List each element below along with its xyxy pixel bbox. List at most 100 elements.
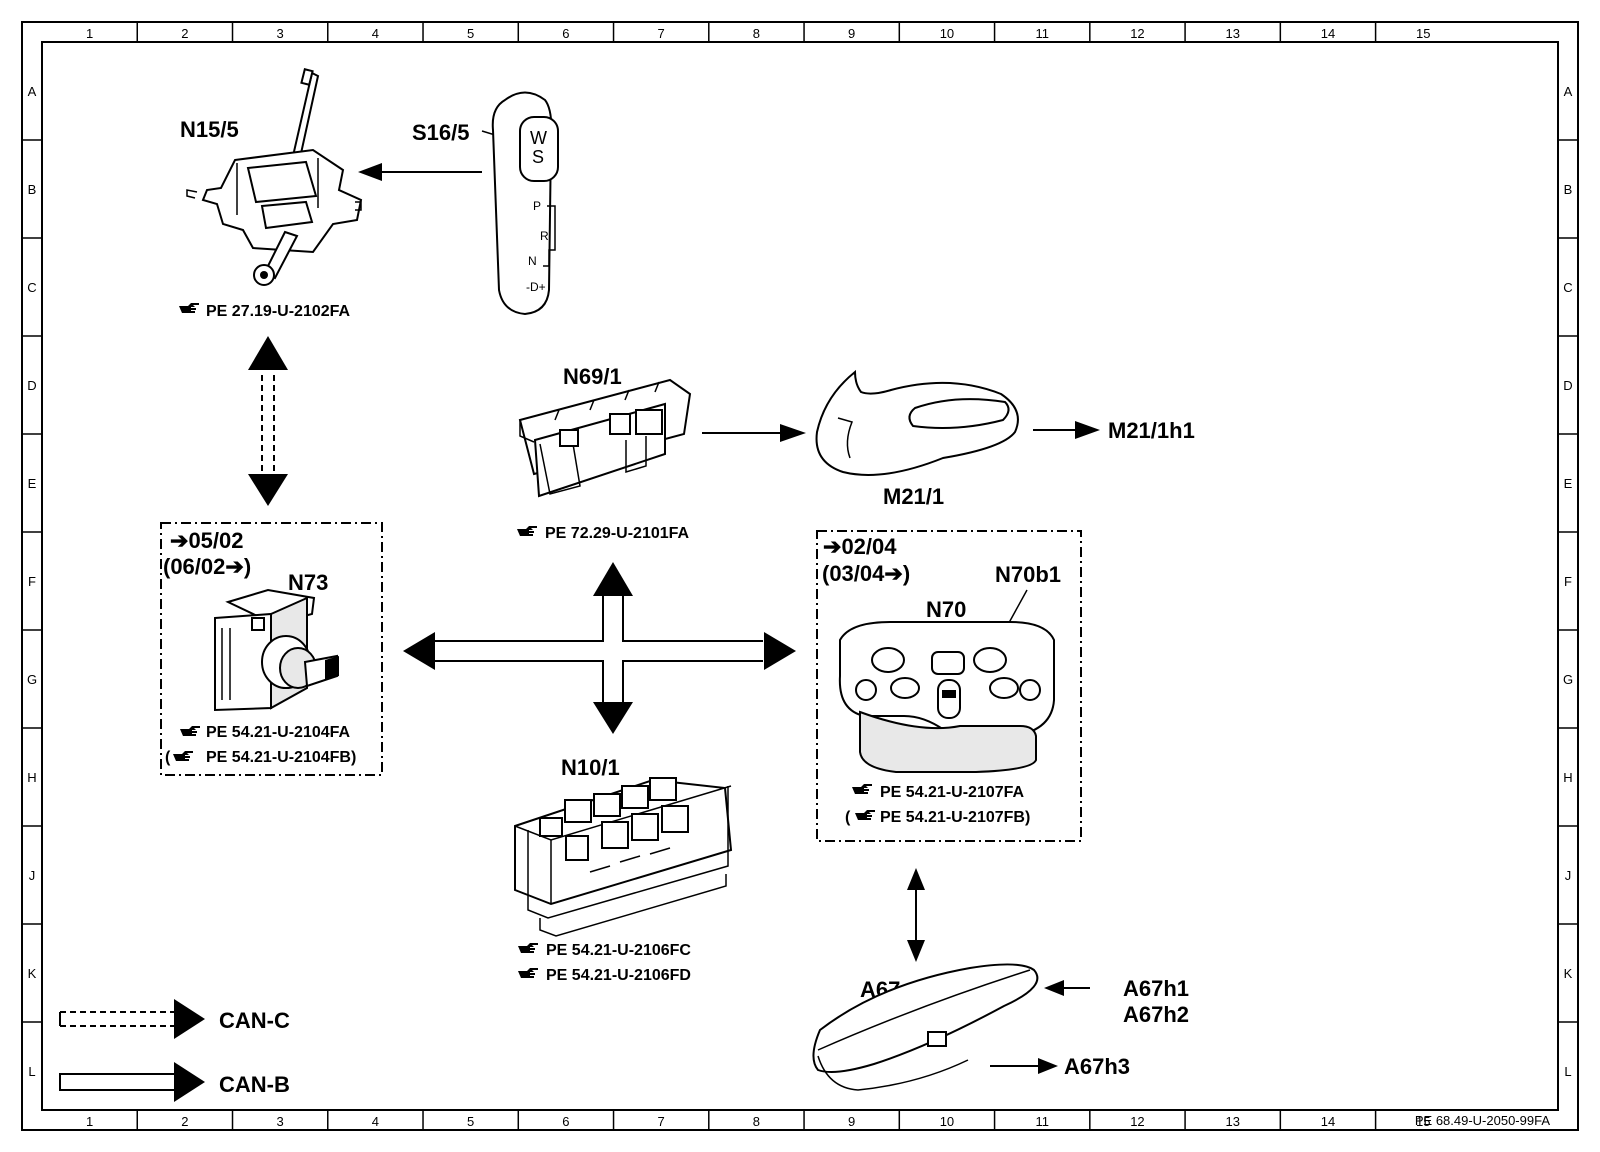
- column-label-7: 7: [658, 26, 665, 41]
- reference-icon: [852, 784, 872, 794]
- a67-mirror: A67 A67h1 A67h2 A67h3: [812, 963, 1189, 1091]
- m21-1-mirror: M21/1 M21/1h1: [815, 369, 1195, 509]
- n15-5-shifter: N15/5 PE 27.19-U-2102FA: [179, 68, 363, 320]
- column-label-13: 13: [1225, 1114, 1239, 1129]
- column-label-6: 6: [562, 26, 569, 41]
- arrow-s16-to-n15: [358, 163, 482, 181]
- row-label-K: K: [28, 966, 37, 981]
- column-label-15: 15: [1416, 26, 1430, 41]
- n70-ref-alt-open: (: [845, 809, 851, 826]
- column-label-1: 1: [86, 1114, 93, 1129]
- column-label-3: 3: [277, 1114, 284, 1129]
- row-label-B: B: [28, 182, 37, 197]
- column-label-15: 15: [1416, 1114, 1430, 1129]
- row-label-D: D: [27, 378, 36, 393]
- n69-1-ref: PE 72.29-U-2101FA: [545, 525, 690, 542]
- knob-s-letter: S: [532, 147, 544, 167]
- row-label-E: E: [28, 476, 37, 491]
- a67h1-label: A67h1: [1123, 976, 1189, 1001]
- n73-group: ➔05/02 (06/02➔) N73 PE 54.21-U-2104FA ( …: [160, 522, 383, 776]
- n15-5-label: N15/5: [180, 117, 239, 142]
- column-grid: 1122334455667788991010111112121313141415…: [86, 22, 1430, 1130]
- row-label-B: B: [1564, 182, 1573, 197]
- n10-1-label: N10/1: [561, 755, 620, 780]
- column-label-8: 8: [753, 1114, 760, 1129]
- reference-icon: [518, 968, 538, 978]
- reference-icon: [173, 751, 193, 761]
- row-label-C: C: [1563, 280, 1572, 295]
- row-label-L: L: [28, 1064, 35, 1079]
- column-label-10: 10: [940, 26, 954, 41]
- column-label-11: 11: [1035, 26, 1049, 41]
- row-label-J: J: [29, 868, 36, 883]
- column-label-4: 4: [372, 1114, 379, 1129]
- n10-1-ref: PE 54.21-U-2106FC: [546, 942, 691, 959]
- a67h2-label: A67h2: [1123, 1002, 1189, 1027]
- arrow-n69-to-m21: [702, 424, 806, 442]
- n70-date2: (03/04➔): [822, 561, 910, 586]
- column-label-11: 11: [1035, 1114, 1049, 1129]
- can-b-cross-arrows: [403, 562, 796, 734]
- gate-n: N: [528, 254, 537, 268]
- knob-w-letter: W: [530, 128, 547, 148]
- n73-ref: PE 54.21-U-2104FA: [206, 724, 351, 741]
- reference-icon: [179, 303, 199, 313]
- n69-1-label: N69/1: [563, 364, 622, 389]
- reference-icon: [180, 726, 200, 736]
- arrow-n70-a67: [907, 868, 925, 962]
- row-label-H: H: [1563, 770, 1572, 785]
- row-label-C: C: [27, 280, 36, 295]
- column-label-2: 2: [181, 1114, 188, 1129]
- n10-1-ref2: PE 54.21-U-2106FD: [546, 967, 691, 984]
- column-label-12: 12: [1130, 26, 1144, 41]
- column-label-13: 13: [1225, 26, 1239, 41]
- column-label-5: 5: [467, 26, 474, 41]
- column-label-8: 8: [753, 26, 760, 41]
- column-label-9: 9: [848, 1114, 855, 1129]
- column-label-5: 5: [467, 1114, 474, 1129]
- n73-ref-alt: (: [165, 749, 171, 766]
- column-label-1: 1: [86, 26, 93, 41]
- reference-icon: [517, 526, 537, 536]
- column-label-6: 6: [562, 1114, 569, 1129]
- s16-5-switch: S16/5 W S P R N -D+: [412, 91, 559, 316]
- row-label-F: F: [1564, 574, 1572, 589]
- column-label-10: 10: [940, 1114, 954, 1129]
- row-label-K: K: [1564, 966, 1573, 981]
- column-label-3: 3: [277, 26, 284, 41]
- reference-icon: [855, 810, 875, 820]
- a67h3-label: A67h3: [1064, 1054, 1130, 1079]
- n73-date2: (06/02➔): [163, 554, 251, 579]
- n15-5-ref: PE 27.19-U-2102FA: [206, 303, 351, 320]
- m21-1-label: M21/1: [883, 484, 944, 509]
- n70-ref: PE 54.21-U-2107FA: [880, 784, 1025, 801]
- row-label-J: J: [1565, 868, 1572, 883]
- legend-can-c: CAN-C: [59, 999, 290, 1039]
- row-label-G: G: [27, 672, 37, 687]
- n70-date1: ➔02/04: [823, 534, 897, 559]
- legend-can-b-label: CAN-B: [219, 1072, 290, 1097]
- n73-label: N73: [288, 570, 328, 595]
- legend: CAN-C CAN-B: [59, 999, 290, 1102]
- n73-ref-alt-text: PE 54.21-U-2104FB): [206, 749, 356, 766]
- row-label-D: D: [1563, 378, 1572, 393]
- gate-p: P: [533, 199, 541, 213]
- row-label-A: A: [28, 84, 37, 99]
- row-label-A: A: [1564, 84, 1573, 99]
- column-label-7: 7: [658, 1114, 665, 1129]
- legend-can-c-label: CAN-C: [219, 1008, 290, 1033]
- gate-d: -D+: [526, 280, 546, 294]
- row-label-L: L: [1564, 1064, 1571, 1079]
- gate-r: R: [540, 229, 549, 243]
- n69-1-module: N69/1 PE 72.29-U-2101FA: [517, 364, 692, 542]
- column-label-14: 14: [1321, 1114, 1335, 1129]
- n70-group: ➔02/04 (03/04➔) N70b1 N70 PE 54.21-U-210…: [816, 530, 1082, 842]
- reference-icon: [518, 943, 538, 953]
- n73-date1: ➔05/02: [170, 528, 244, 553]
- can-c-arrow-vertical: [248, 336, 288, 506]
- n70-label: N70: [926, 597, 966, 622]
- legend-can-b: CAN-B: [59, 1062, 290, 1102]
- row-label-G: G: [1563, 672, 1573, 687]
- n70b1-label: N70b1: [995, 562, 1061, 587]
